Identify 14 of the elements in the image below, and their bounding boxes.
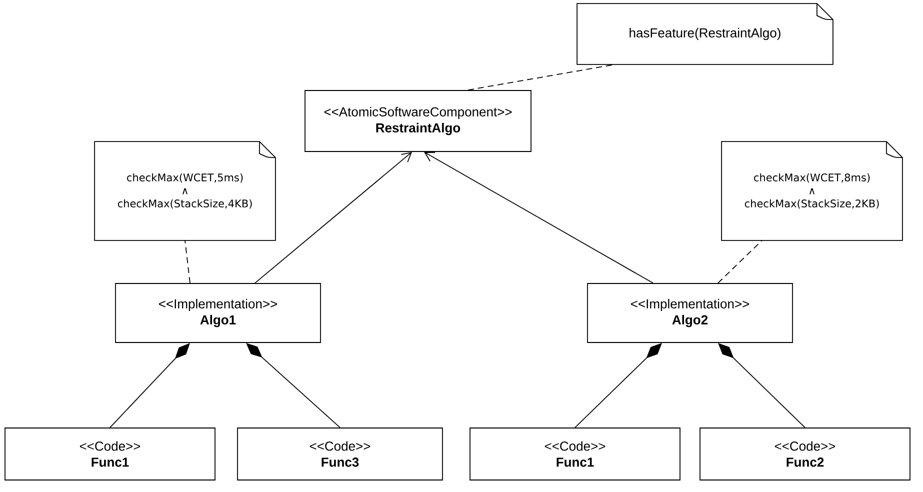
class-box: <<Implementation>> Algo1 (115, 283, 321, 343)
note: checkMax(WCET,5ms) ∧ checkMax(StackSize,4KB) (94, 141, 276, 241)
generalization-arrow (424, 152, 654, 284)
note: checkMax(WCET,8ms) ∧ checkMax(StackSize,2KB) (721, 141, 903, 241)
note: hasFeature(RestraintAlgo) (576, 3, 834, 65)
class-box: <<AtomicSoftwareComponent>> RestraintAlgo (304, 90, 532, 152)
note-connector (718, 240, 762, 284)
class-box: <<Code>> Func1 (470, 428, 680, 480)
class-box: <<Code>> Func1 (4, 428, 216, 480)
note-connector (184, 240, 190, 284)
class-box: <<Code>> Func2 (700, 428, 910, 480)
class-box: <<Code>> Func3 (237, 428, 443, 480)
class-box: <<Implementation>> Algo2 (587, 283, 793, 343)
generalization-arrow (254, 152, 412, 284)
